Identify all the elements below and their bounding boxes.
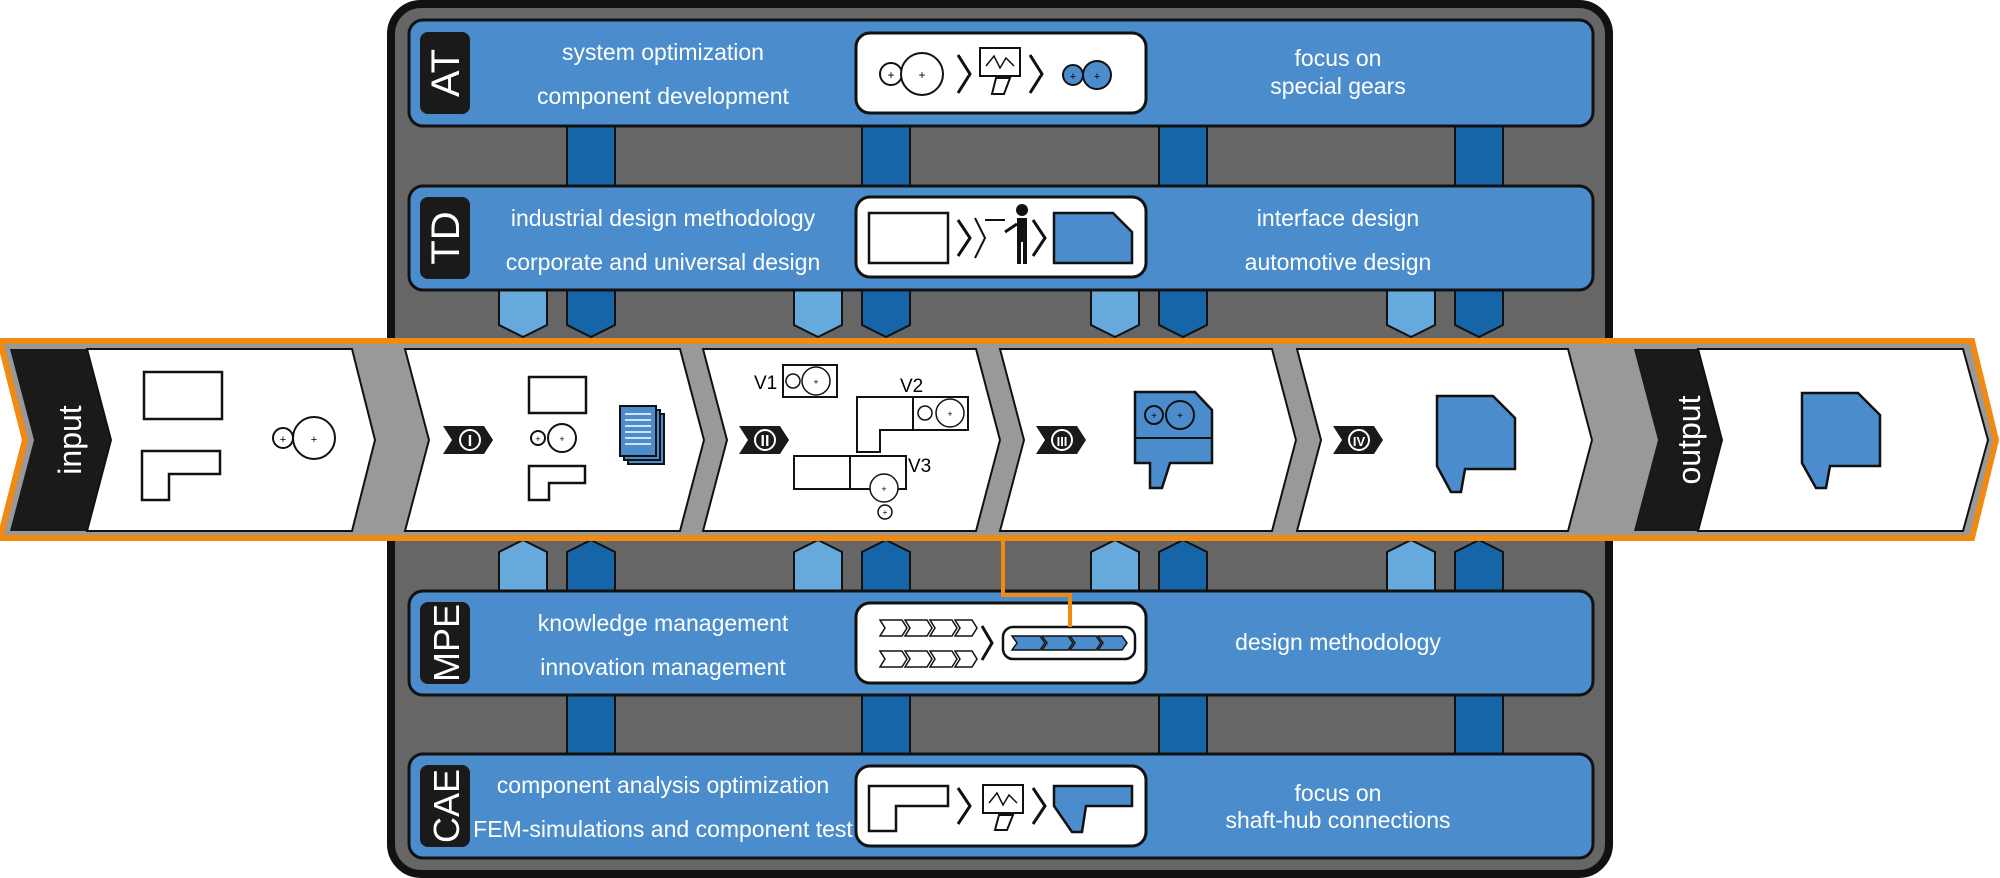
svg-text:+: + [813, 377, 818, 387]
panel-right-line-1-cae: focus on [1295, 780, 1382, 806]
document-stack-icon [619, 405, 665, 465]
stage-4-label: IV [1353, 434, 1366, 449]
svg-text:+: + [1094, 71, 1100, 83]
gear-optimization-illustration: + + + + [854, 31, 1148, 115]
panel-tag-text-mpe: MPE [426, 604, 467, 682]
panel-left-line-2-mpe: innovation management [540, 654, 786, 680]
panel-tag-text-td: TD [424, 211, 468, 264]
svg-text:+: + [280, 434, 286, 446]
svg-text:+: + [1177, 411, 1183, 422]
industrial-design-illustration [854, 195, 1148, 279]
svg-text:+: + [311, 434, 317, 446]
panel-left-line-1-at: system optimization [562, 39, 764, 65]
stage-2-panel [701, 348, 1002, 532]
panel-tag-cae [420, 765, 470, 847]
process-band: input + + I + + [0, 338, 2000, 541]
input-label: input [52, 405, 88, 475]
panel-td: TD industrial design methodology corpora… [407, 184, 1595, 292]
panel-right-line-2-cae: shaft-hub connections [1225, 807, 1450, 833]
panel-left-line-2-cae: FEM-simulations and component test [473, 816, 853, 842]
output-label: output [1671, 395, 1707, 484]
orange-link-line [1001, 537, 1072, 627]
connectors-top [498, 287, 1504, 339]
svg-text:+: + [535, 434, 540, 444]
panel-right-line-1-mpe: design methodology [1235, 629, 1441, 655]
svg-text:+: + [1151, 411, 1157, 422]
panel-tag-td [420, 197, 470, 279]
svg-text:+: + [918, 68, 925, 82]
panel-tag-at [420, 32, 470, 114]
panel-right-line-1-at: focus on [1295, 45, 1382, 71]
output-shape [1800, 391, 1882, 490]
connectors-bottom [498, 538, 1504, 593]
svg-text:+: + [887, 68, 894, 82]
process-management-illustration [854, 601, 1148, 685]
variant-label-2: V2 [900, 376, 923, 397]
panel-tag-text-at: AT [424, 49, 468, 97]
variant-label-3: V3 [908, 456, 931, 477]
svg-text:+: + [883, 508, 888, 517]
stage-2-label: II [761, 433, 770, 450]
stage-4-badge [1333, 426, 1383, 454]
svg-text:+: + [1070, 71, 1076, 83]
stage-3-badge [1036, 426, 1086, 454]
panel-left-line-1-td: industrial design methodology [511, 205, 816, 231]
panel-left-line-2-at: component development [537, 83, 789, 109]
svg-text:+: + [881, 484, 886, 494]
connectors-dark [566, 125, 1504, 756]
panel-right-line-1-td: interface design [1257, 205, 1419, 231]
svg-text:+: + [559, 434, 564, 444]
stage-2-badge [739, 426, 789, 454]
panel-left-line-2-td: corporate and universal design [506, 249, 821, 275]
variant-label-1: V1 [754, 373, 777, 394]
panel-right-line-2-at: special gears [1270, 73, 1406, 99]
stage-1-label: I [468, 433, 472, 450]
svg-text:+: + [947, 409, 952, 419]
panel-at: AT system optimization component develop… [407, 18, 1595, 128]
input-chevron [10, 349, 114, 531]
panel-left-line-1-cae: component analysis optimization [497, 772, 829, 798]
stage-3-label: III [1057, 434, 1068, 449]
panel-cae: CAE component analysis optimization FEM-… [407, 752, 1595, 860]
simulation-illustration [854, 764, 1148, 848]
stage-1-badge [443, 426, 493, 454]
panel-right-line-2-td: automotive design [1245, 249, 1432, 275]
panel-tag-mpe [420, 602, 470, 684]
panel-left-line-1-mpe: knowledge management [538, 610, 789, 636]
panel-mpe: MPE knowledge management innovation mana… [407, 589, 1595, 697]
output-chevron [1634, 349, 1726, 531]
panel-tag-text-cae: CAE [426, 769, 467, 843]
